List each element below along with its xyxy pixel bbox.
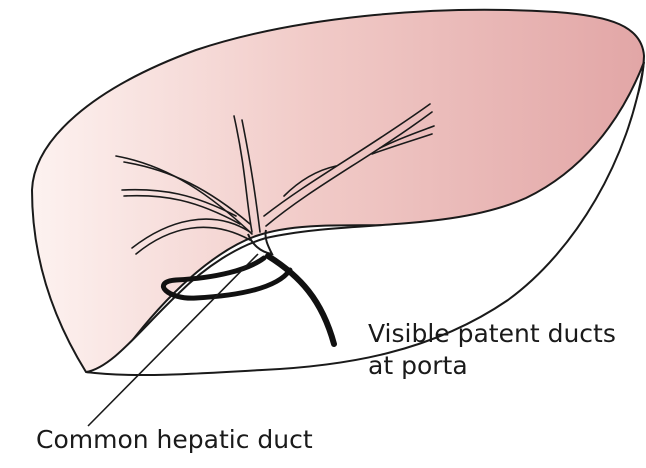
patent-ducts-label-line1: Visible patent ducts — [368, 318, 616, 350]
common-hepatic-duct-label: Common hepatic duct — [36, 424, 313, 456]
patent-ducts-label-line2: at porta — [368, 350, 616, 382]
patent-ducts-label: Visible patent ducts at porta — [368, 318, 616, 382]
